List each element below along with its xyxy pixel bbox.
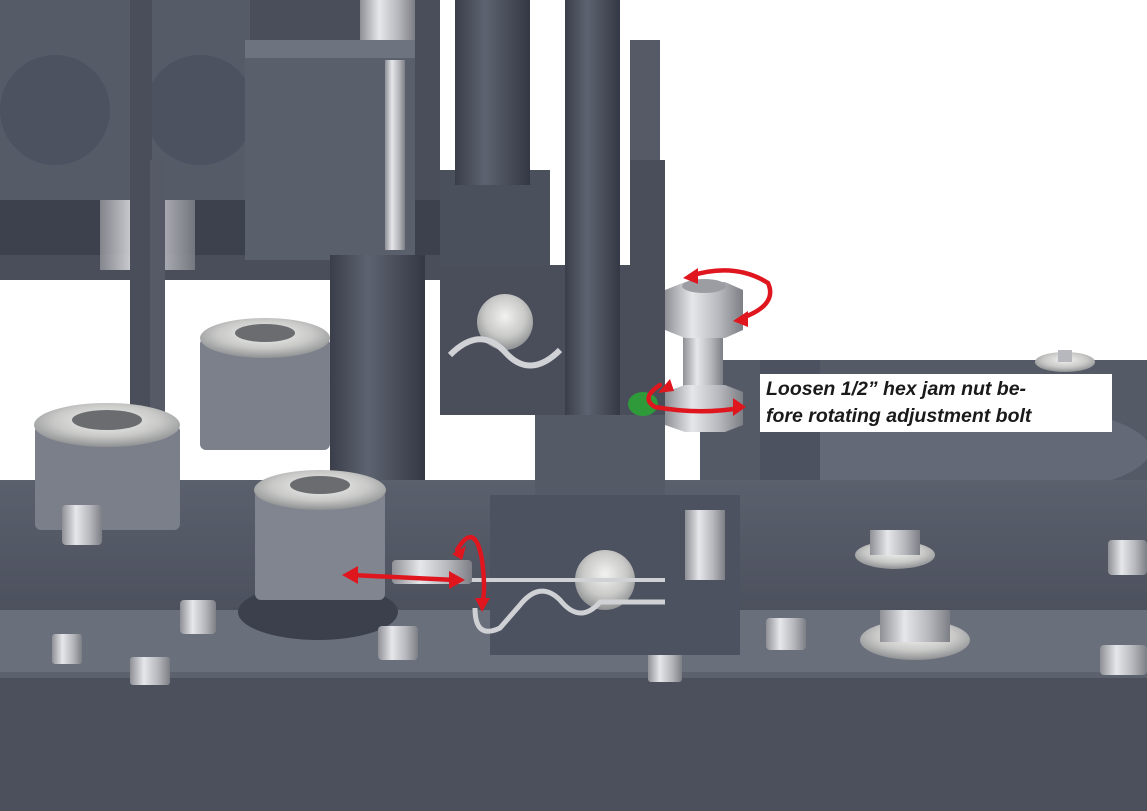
rotate-arrow-pin-icon xyxy=(454,535,487,608)
upper-left-assembly xyxy=(0,0,440,280)
callout-line-1: Loosen 1/2” hex jam nut be- xyxy=(766,378,1027,400)
rotate-arrow-top-icon xyxy=(687,268,773,321)
adjustment-bolt xyxy=(628,279,743,432)
callout-line-2: fore rotating adjustment bolt xyxy=(766,405,1032,427)
left-cap-nut xyxy=(34,403,180,530)
clevis-assembly xyxy=(392,0,740,655)
rotate-arrow-jam-nut-icon xyxy=(646,382,743,414)
front-cap-nut xyxy=(238,470,398,640)
push-pull-arrow-icon xyxy=(349,572,458,583)
plate-bolts xyxy=(52,505,1147,685)
arrows xyxy=(342,268,773,612)
instruction-callout: Loosen 1/2” hex jam nut be- fore rotatin… xyxy=(760,374,1112,432)
center-cap-nut xyxy=(200,318,330,450)
